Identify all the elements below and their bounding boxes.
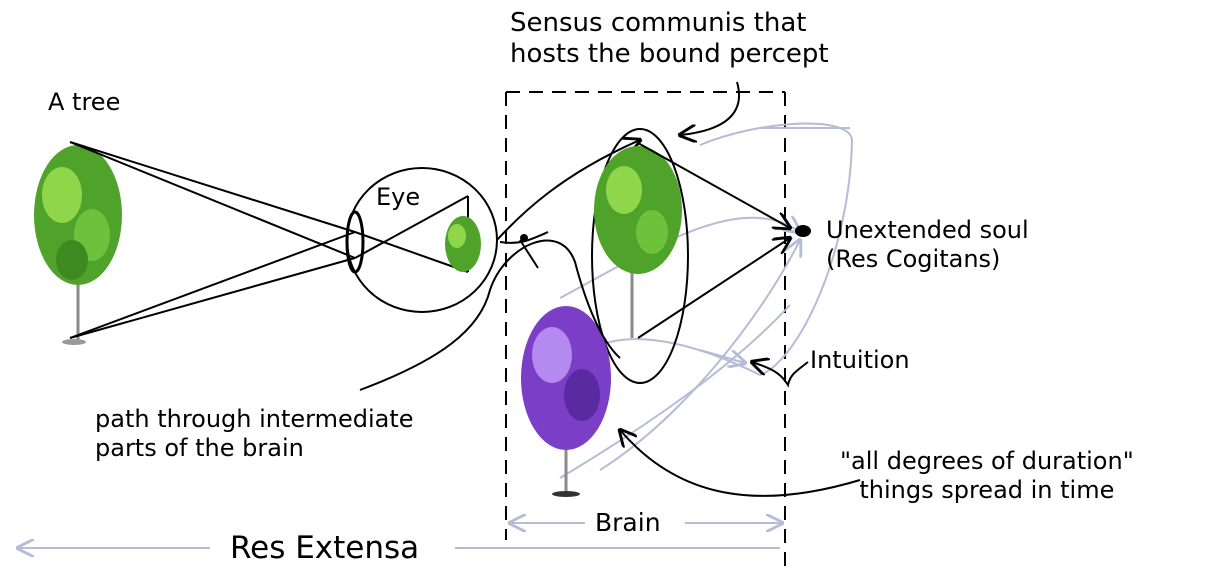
tree-icon-purple	[521, 306, 611, 497]
intuition-label: Intuition	[810, 346, 910, 375]
duration-line2: things spread in time	[840, 476, 1134, 505]
eye-label: Eye	[376, 183, 420, 212]
sensus-communis-label: Sensus communis that hosts the bound per…	[510, 8, 829, 70]
tree-icon-green	[34, 145, 122, 345]
sensus-communis-line2: hosts the bound percept	[510, 39, 829, 70]
path-line2: parts of the brain	[95, 434, 414, 463]
res-extensa-label: Res Extensa	[230, 530, 419, 567]
path-line1: path through intermediate	[95, 405, 414, 434]
duration-label: "all degrees of duration" things spread …	[840, 447, 1134, 505]
tree-label: A tree	[48, 88, 120, 117]
tree-icon-small-green	[445, 216, 481, 272]
light-rays	[70, 142, 468, 338]
path-label: path through intermediate parts of the b…	[95, 405, 414, 463]
sensus-communis-line1: Sensus communis that	[510, 8, 829, 39]
tree-icon-green-percept	[594, 146, 682, 338]
brain-label: Brain	[595, 508, 661, 538]
soul-label: Unextended soul (Res Cogitans)	[826, 216, 1029, 274]
duration-line1: "all degrees of duration"	[840, 447, 1134, 476]
soul-line2: (Res Cogitans)	[826, 245, 1029, 274]
soul-line1: Unextended soul	[826, 216, 1029, 245]
soul-dot-icon	[795, 225, 811, 237]
